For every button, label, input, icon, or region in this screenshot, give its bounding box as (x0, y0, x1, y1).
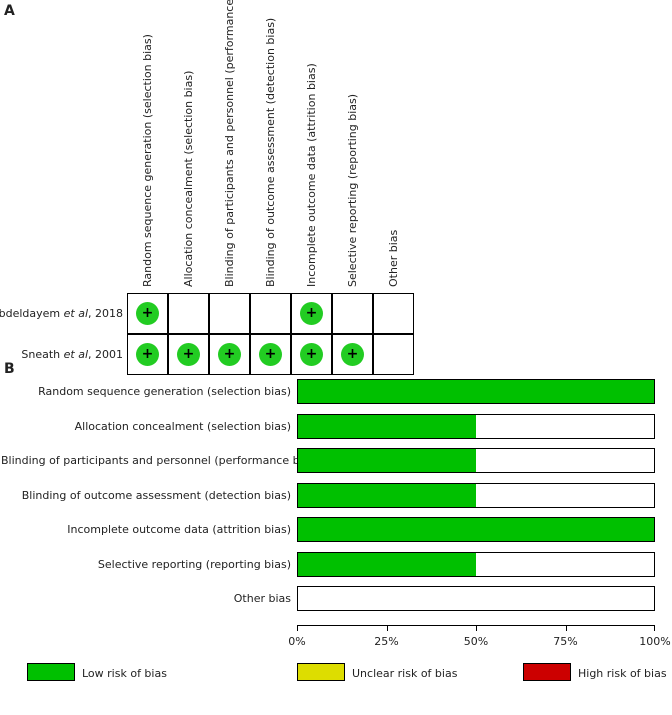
legend-swatch (523, 663, 571, 681)
legend-swatch (297, 663, 345, 681)
bar-outline (297, 413, 655, 439)
bar-low-risk (298, 552, 476, 576)
x-tick-label: 75% (553, 635, 578, 648)
legend-label: High risk of bias (578, 667, 667, 680)
bar-low-risk (298, 380, 654, 403)
grid-cell (332, 293, 373, 334)
bar-outline (297, 517, 655, 542)
bar-low-risk (298, 518, 654, 541)
low-risk-mark: + (300, 343, 323, 366)
grid-cell (373, 293, 414, 334)
x-tick-mark (565, 626, 567, 631)
bar-category-label: Blinding of participants and personnel (… (1, 454, 320, 467)
low-risk-mark: + (136, 302, 159, 325)
grid-cell (168, 293, 209, 334)
study-etal: et al (63, 307, 88, 320)
bar-category-label: Blinding of outcome assessment (detectio… (21, 488, 291, 502)
panel-b-label: B (4, 361, 15, 377)
study-year: , 2001 (88, 348, 123, 361)
x-tick-mark (654, 626, 655, 631)
grid-cell (250, 293, 291, 334)
legend-label: Unclear risk of bias (352, 667, 458, 680)
bar-category-label: Selective reporting (reporting bias) (97, 557, 291, 571)
bar-category-label: Allocation concealment (selection bias) (74, 419, 291, 433)
x-tick-mark (476, 626, 477, 631)
grid-cell: + (291, 334, 332, 375)
column-header: Blinding of participants and personnel (… (223, 0, 236, 287)
bar-outline (297, 448, 655, 473)
grid-cell: + (332, 334, 373, 375)
column-header: Incomplete outcome data (attrition bias) (305, 63, 318, 287)
low-risk-mark: + (300, 302, 323, 325)
bar-outline (297, 482, 655, 508)
panel-a-label: A (4, 3, 15, 19)
column-header: Other bias (387, 229, 400, 287)
low-risk-mark: + (136, 343, 159, 366)
low-risk-mark: + (177, 343, 200, 366)
grid-cell: + (291, 293, 332, 334)
bar-low-risk (298, 449, 476, 472)
column-header: Blinding of outcome assessment (detectio… (264, 17, 277, 287)
legend-label: Low risk of bias (82, 667, 167, 680)
grid-cell (373, 334, 414, 375)
column-header: Selective reporting (reporting bias) (346, 93, 359, 287)
x-tick-mark (386, 626, 388, 631)
bar-outline (297, 551, 655, 577)
low-risk-mark: + (259, 343, 282, 366)
study-year: , 2018 (88, 307, 123, 320)
x-axis-line (297, 625, 655, 626)
column-header: Random sequence generation (selection bi… (141, 34, 154, 287)
grid-cell: + (127, 334, 168, 375)
bar-low-risk (298, 483, 476, 507)
study-label: Sneath et al, 2001 (0, 348, 123, 361)
low-risk-mark: + (341, 343, 364, 366)
grid-cell: + (168, 334, 209, 375)
bar-outline (297, 586, 655, 611)
x-tick-label: 0% (288, 635, 306, 648)
column-header: Allocation concealment (selection bias) (182, 70, 195, 287)
bar-category-label: Incomplete outcome data (attrition bias) (67, 523, 291, 536)
x-tick-label: 25% (374, 635, 399, 648)
grid-cell: + (250, 334, 291, 375)
grid-cell: + (209, 334, 250, 375)
study-name: Abdeldayem (0, 307, 61, 320)
study-etal: et al (63, 348, 88, 361)
x-tick-mark (297, 626, 298, 631)
study-label: Abdeldayem et al, 2018 (0, 307, 123, 320)
x-tick-label: 100% (639, 635, 671, 648)
low-risk-mark: + (218, 343, 241, 366)
bar-category-label: Other bias (233, 592, 291, 605)
bar-low-risk (298, 414, 476, 438)
grid-cell (209, 293, 250, 334)
grid-cell: + (127, 293, 168, 334)
x-tick-label: 50% (463, 635, 489, 648)
legend-swatch (27, 663, 75, 681)
study-name: Sneath (21, 348, 64, 361)
bar-outline (297, 379, 655, 404)
bar-category-label: Random sequence generation (selection bi… (38, 385, 291, 398)
